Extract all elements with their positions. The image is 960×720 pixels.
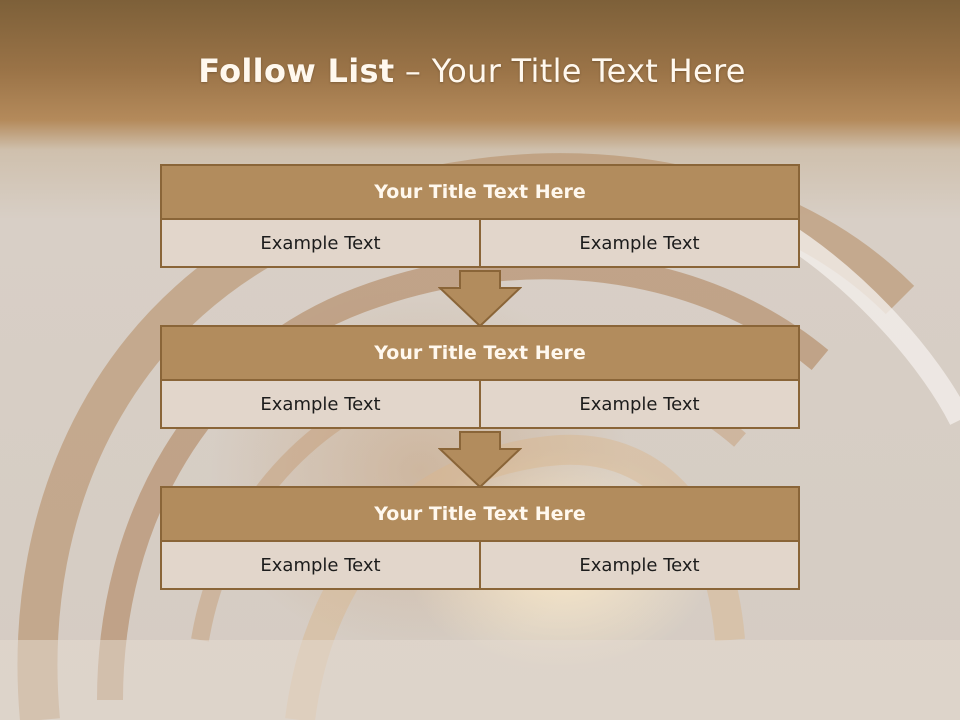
list-block-3: Your Title Text Here Example Text Exampl…	[160, 486, 800, 590]
block-row: Example Text Example Text	[160, 540, 800, 590]
block-header: Your Title Text Here	[160, 325, 800, 381]
block-cell-right: Example Text	[479, 379, 800, 429]
block-header: Your Title Text Here	[160, 486, 800, 542]
block-header: Your Title Text Here	[160, 164, 800, 220]
block-row: Example Text Example Text	[160, 379, 800, 429]
block-cell-right: Example Text	[479, 540, 800, 590]
block-cell-left: Example Text	[160, 218, 481, 268]
down-arrow-icon	[438, 431, 522, 489]
list-block-1: Your Title Text Here Example Text Exampl…	[160, 164, 800, 268]
list-block-2: Your Title Text Here Example Text Exampl…	[160, 325, 800, 429]
block-cell-right: Example Text	[479, 218, 800, 268]
block-cell-left: Example Text	[160, 540, 481, 590]
title-rest: – Your Title Text Here	[394, 52, 746, 90]
slide-title: Follow List – Your Title Text Here	[0, 52, 944, 90]
down-arrow-icon	[438, 270, 522, 328]
title-strong: Follow List	[198, 52, 395, 90]
block-cell-left: Example Text	[160, 379, 481, 429]
block-row: Example Text Example Text	[160, 218, 800, 268]
